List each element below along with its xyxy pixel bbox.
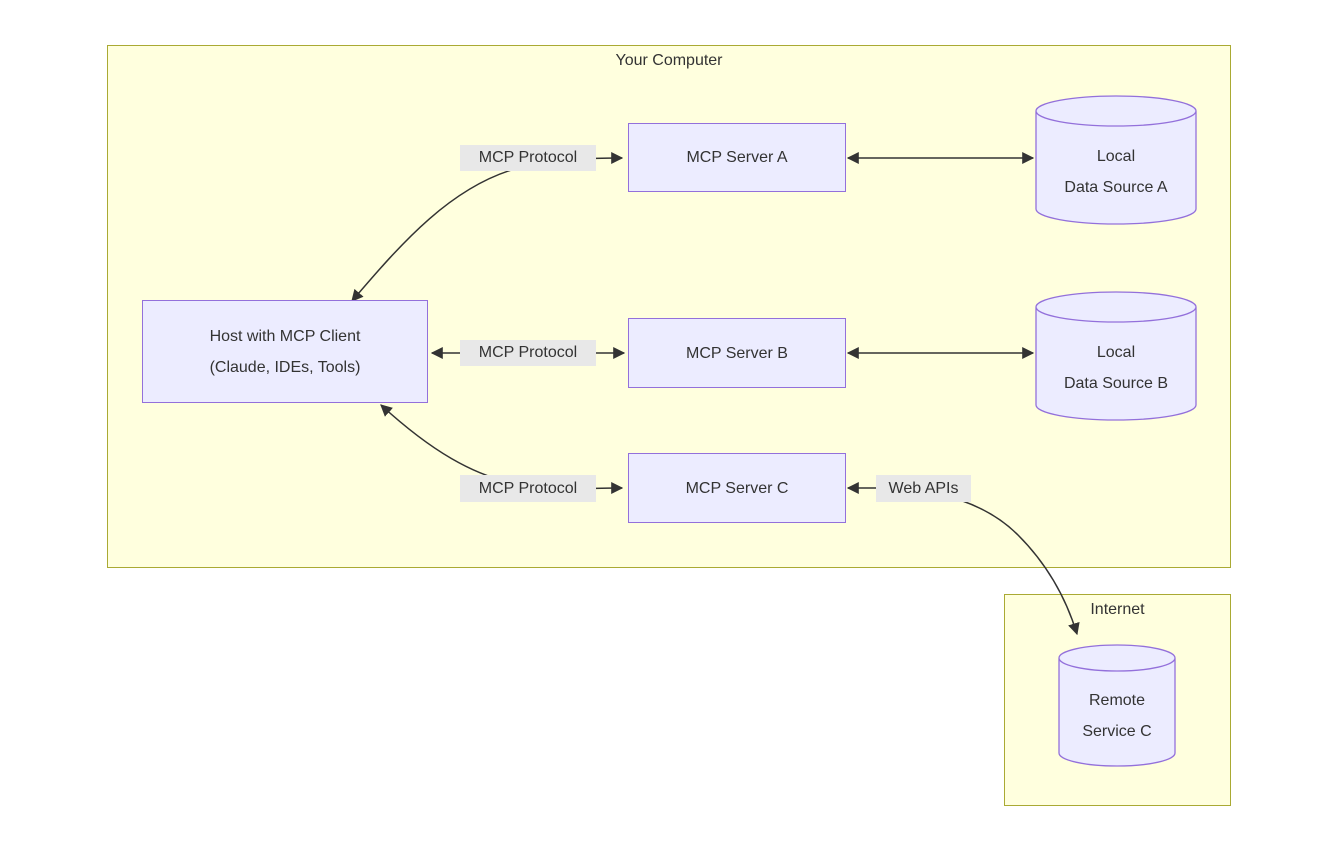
edge-label-mcp-protocol-a: MCP Protocol xyxy=(460,145,596,171)
remote-service-c-line2: Service C xyxy=(1082,723,1152,740)
cylinder-local-data-source-b xyxy=(1035,291,1197,421)
data-source-b-line2: Data Source B xyxy=(1063,375,1169,392)
node-local-data-source-a-label: Local Data Source A xyxy=(1036,141,1196,203)
cylinder-remote-service-c xyxy=(1058,644,1176,767)
edge-label-mcp-protocol-b: MCP Protocol xyxy=(460,340,596,366)
node-host: Host with MCP Client (Claude, IDEs, Tool… xyxy=(142,300,428,403)
edge-server-c-remote-c xyxy=(846,482,1080,636)
node-mcp-server-a-label: MCP Server A xyxy=(686,149,788,166)
edge-label-mcp-protocol-c: MCP Protocol xyxy=(460,475,596,502)
data-source-a-line2: Data Source A xyxy=(1064,179,1168,196)
data-source-a-line1: Local xyxy=(1096,148,1136,165)
edge-host-server-a xyxy=(351,152,624,302)
node-host-line2: (Claude, IDEs, Tools) xyxy=(209,358,361,376)
node-local-data-source-b-label: Local Data Source B xyxy=(1036,337,1196,399)
node-mcp-server-b-label: MCP Server B xyxy=(686,344,788,362)
node-mcp-server-c-label: MCP Server C xyxy=(685,479,789,497)
remote-service-c-line1: Remote xyxy=(1088,692,1146,709)
cluster-your-computer-label: Your Computer xyxy=(615,52,723,69)
cluster-internet-label: Internet xyxy=(1090,601,1145,618)
node-remote-service-c-label: Remote Service C xyxy=(1059,685,1175,747)
data-source-b-line1: Local xyxy=(1096,344,1136,361)
node-mcp-server-a: MCP Server A xyxy=(628,123,846,192)
node-mcp-server-c: MCP Server C xyxy=(628,453,846,523)
node-mcp-server-b: MCP Server B xyxy=(628,318,846,388)
cylinder-local-data-source-a xyxy=(1035,95,1197,225)
node-host-line1: Host with MCP Client xyxy=(209,327,361,345)
edge-label-web-apis: Web APIs xyxy=(876,475,971,502)
